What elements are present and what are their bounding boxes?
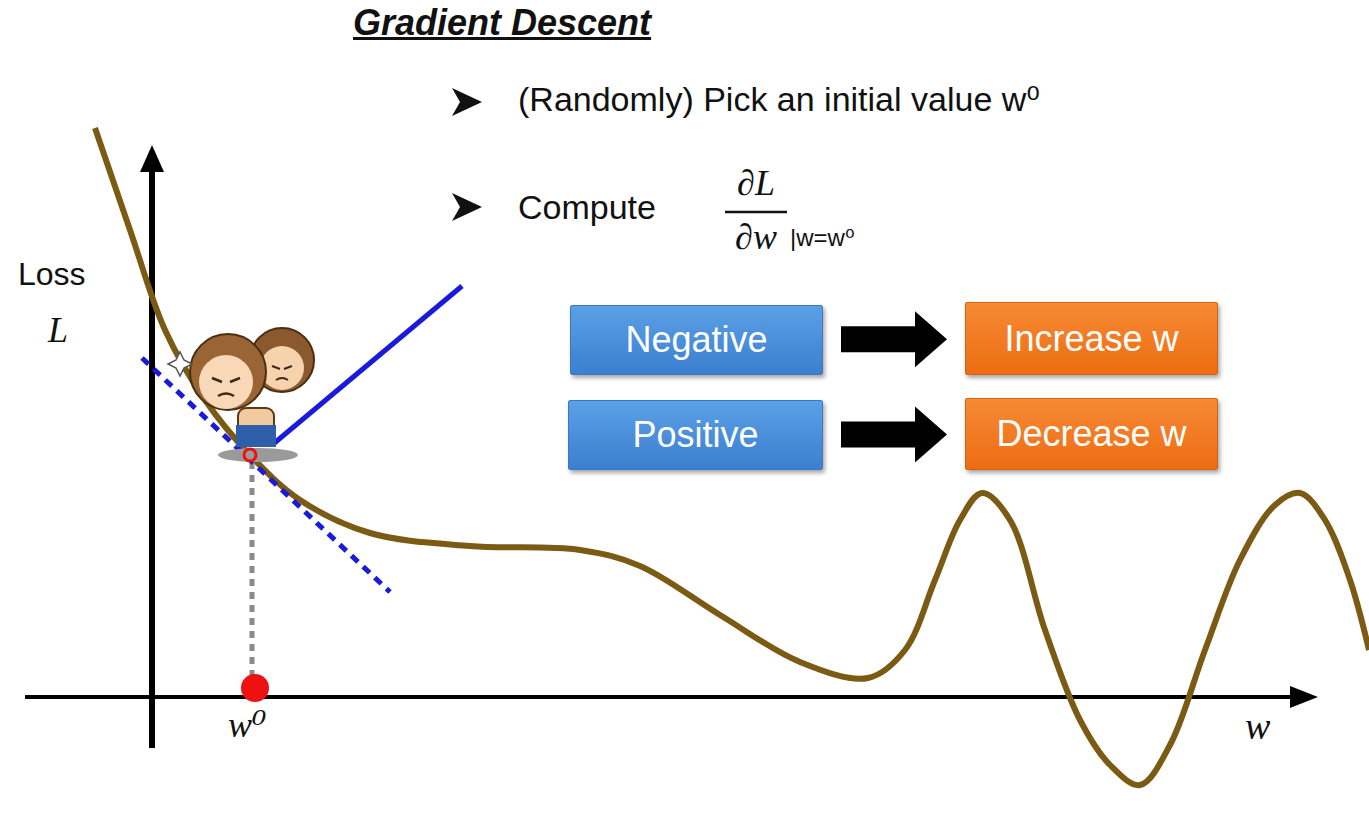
cartoon-characters xyxy=(168,328,314,462)
box-text: Increase w xyxy=(1004,318,1178,360)
block-arrow xyxy=(841,407,947,463)
loss-curve-path xyxy=(95,128,1369,785)
fraction-bar xyxy=(725,211,787,214)
initial-point xyxy=(241,674,269,702)
formula-part: ∂L xyxy=(737,163,775,204)
axis-label: w⁰ xyxy=(228,705,266,746)
box-text: Decrease w xyxy=(996,413,1186,455)
condition-box: Positive xyxy=(568,400,823,470)
tangent-line xyxy=(142,358,390,592)
condition-box: Negative xyxy=(570,305,823,375)
axis-label: L xyxy=(48,310,68,351)
axes xyxy=(25,145,1318,748)
box-text: Negative xyxy=(625,319,767,361)
bullet-text: (Randomly) Pick an initial value w⁰ xyxy=(518,80,1040,119)
action-box: Decrease w xyxy=(965,398,1218,470)
axis-label: Loss xyxy=(18,256,86,293)
bullet-text: Compute xyxy=(518,188,656,227)
action-box: Increase w xyxy=(965,302,1218,375)
formula-part: |w=w⁰ xyxy=(790,224,855,252)
formula-part: ∂w xyxy=(735,217,777,258)
bullet-marker xyxy=(452,88,482,221)
loss-curve xyxy=(95,128,1369,785)
axis-label: w xyxy=(1245,705,1270,749)
block-arrow xyxy=(841,311,947,367)
drop-line xyxy=(250,462,255,676)
title: Gradient Descent xyxy=(353,2,651,43)
box-text: Positive xyxy=(632,414,758,456)
